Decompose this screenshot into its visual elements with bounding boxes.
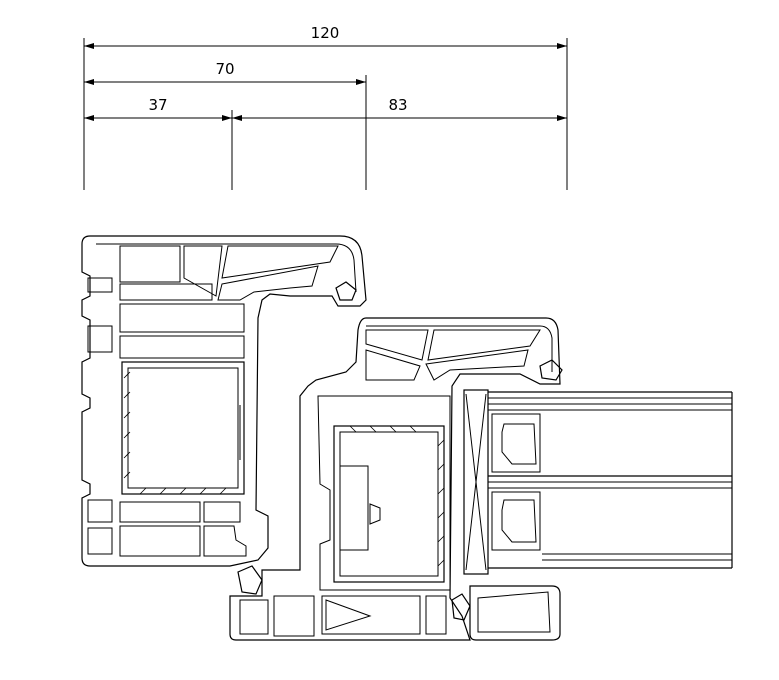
sash-clip bbox=[369, 503, 381, 525]
sash-chamber bbox=[427, 329, 541, 361]
sash-gasket-top bbox=[539, 359, 563, 381]
glass-unit bbox=[488, 391, 733, 569]
frame-groove bbox=[87, 325, 113, 353]
frame-gasket-top bbox=[335, 281, 357, 301]
frame-steel-hatching bbox=[123, 371, 227, 495]
frame-chamber bbox=[119, 525, 201, 557]
frame-outline bbox=[81, 235, 367, 567]
frame-chamber bbox=[221, 245, 339, 279]
frame-gasket-bottom bbox=[237, 565, 263, 595]
frame-chamber bbox=[119, 303, 245, 333]
sash-chamber bbox=[273, 595, 315, 637]
frame-groove bbox=[87, 277, 113, 293]
frame-profile bbox=[81, 235, 367, 567]
sash-steel-inner bbox=[339, 431, 439, 577]
sash-steel-hatching bbox=[349, 425, 445, 567]
sash-chamber bbox=[321, 595, 421, 635]
glazing-bead-outline bbox=[469, 585, 561, 641]
frame-chamber bbox=[119, 335, 245, 359]
spacer-bar-top bbox=[491, 413, 541, 473]
frame-groove bbox=[87, 527, 113, 555]
spacer-bar-top-inner bbox=[501, 423, 537, 465]
glazing-bead-chamber bbox=[477, 591, 551, 633]
sash-main-chamber bbox=[317, 395, 451, 591]
gaskets bbox=[237, 281, 563, 621]
packer-diagonal bbox=[465, 393, 487, 571]
spacer-bar-bottom bbox=[491, 491, 541, 551]
sash-chamber bbox=[365, 329, 429, 361]
frame-chamber bbox=[119, 245, 181, 283]
frame-inner-wall bbox=[96, 243, 357, 293]
frame-steel-inner bbox=[127, 367, 239, 489]
spacer-bar-bottom-inner bbox=[501, 499, 537, 543]
frame-chamber bbox=[119, 283, 213, 301]
frame-chamber bbox=[203, 501, 241, 523]
sash-inner-wall bbox=[366, 325, 553, 372]
sash-chamber-divider bbox=[325, 599, 372, 631]
dimension-label-overall: 120 bbox=[311, 24, 340, 42]
dimension-label-left: 37 bbox=[148, 96, 167, 114]
frame-chamber bbox=[217, 265, 319, 301]
sash-chamber bbox=[425, 349, 529, 381]
frame-chamber bbox=[183, 245, 223, 297]
dimension-label-middle: 70 bbox=[215, 60, 234, 78]
sash-chamber bbox=[365, 349, 421, 381]
sash-outline bbox=[229, 317, 561, 641]
sash-chamber bbox=[339, 465, 369, 551]
sash-chamber bbox=[239, 599, 269, 635]
glass-packer bbox=[463, 389, 489, 575]
dimension-labels: 120 70 37 83 bbox=[148, 24, 407, 114]
frame-chamber bbox=[203, 525, 247, 557]
sash-chamber bbox=[425, 595, 447, 635]
dimension-lines bbox=[83, 38, 568, 190]
sash-gasket-bottom bbox=[451, 593, 471, 621]
sash-profile bbox=[229, 317, 561, 641]
frame-groove bbox=[87, 499, 113, 523]
sash-steel-reinforcement bbox=[333, 425, 445, 583]
frame-chamber bbox=[119, 501, 201, 523]
frame-steel-reinforcement bbox=[121, 361, 245, 495]
dimension-label-right: 83 bbox=[388, 96, 407, 114]
glazing-bead bbox=[469, 585, 561, 641]
